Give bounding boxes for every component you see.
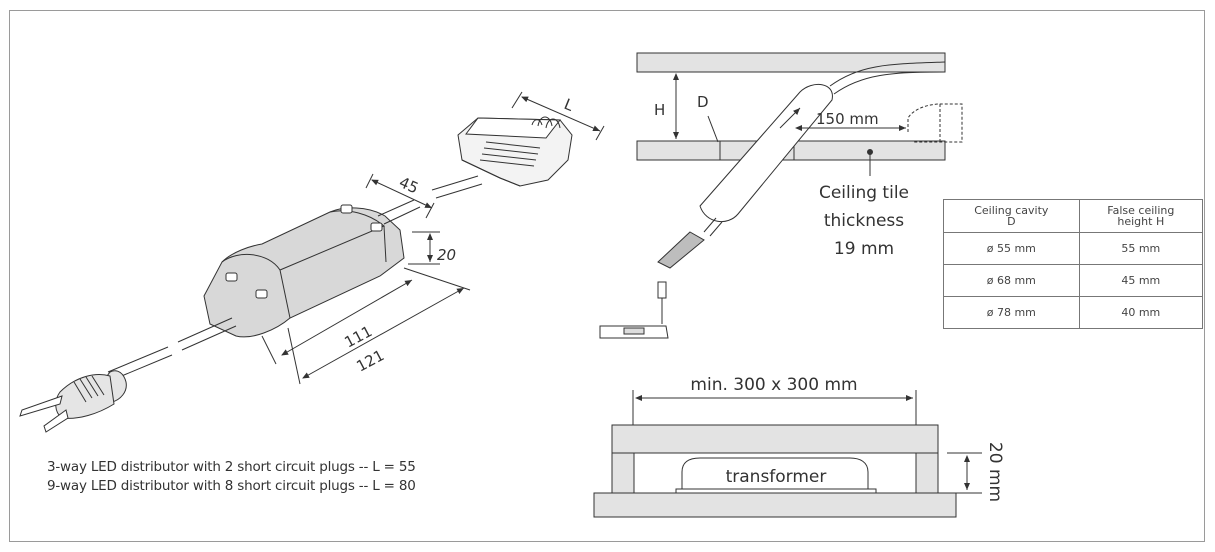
header-false-ceiling-line1: False ceiling [1107,204,1175,217]
transformer-label: transformer [726,467,827,487]
dimension-l-label: L [562,95,577,115]
ceiling-tile-label-2: thickness [824,211,904,231]
dimension-l [511,91,605,141]
height-cell: 40 mm [1078,296,1204,329]
euro-plug [19,370,127,433]
height-20-label: 20 mm [985,442,1005,502]
dimension-121-label: 121 [353,346,387,375]
transformer-3d [107,199,421,381]
dimension-20 [408,231,440,265]
cavity-cell: ø 55 mm [943,232,1080,265]
dimension-111-121 [261,267,471,385]
header-ceiling-cavity-line2: D [1007,215,1016,228]
caption-3-way: 3-way LED distributor with 2 short circu… [47,459,416,475]
dimension-150-label: 150 mm [816,110,879,128]
mounting-box [593,390,982,518]
ceiling-spec-table: Ceiling cavity D False ceiling height H … [943,199,1204,329]
diagram-frame [9,10,1205,542]
dimension-d-label: D [697,93,709,111]
cavity-cell: ø 78 mm [943,296,1080,329]
ceiling-installation [599,52,963,339]
height-cell: 55 mm [1078,232,1204,265]
table-row: ø 68 mm 45 mm [943,264,1204,297]
dimension-20-label: 20 [437,246,456,264]
min-size-label: min. 300 x 300 mm [690,375,857,395]
header-false-ceiling: False ceiling height H [1078,199,1204,233]
table-header-row: Ceiling cavity D False ceiling height H [943,199,1204,233]
dimension-h [673,73,906,143]
ceiling-tile-label-3: 19 mm [834,239,894,259]
header-ceiling-cavity: Ceiling cavity D [943,199,1080,233]
caption-9-way: 9-way LED distributor with 8 short circu… [47,478,416,494]
led-distributor [431,116,573,199]
dimension-45 [365,173,435,219]
header-false-ceiling-line2: height H [1117,215,1165,228]
table-row: ø 55 mm 55 mm [943,232,1204,265]
dimension-h-label: H [654,101,665,119]
height-cell: 45 mm [1078,264,1204,297]
cavity-cell: ø 68 mm [943,264,1080,297]
header-ceiling-cavity-line1: Ceiling cavity [974,204,1049,217]
ceiling-tile-label-1: Ceiling tile [819,183,909,203]
table-row: ø 78 mm 40 mm [943,296,1204,329]
dimension-45-label: 45 [396,173,421,197]
